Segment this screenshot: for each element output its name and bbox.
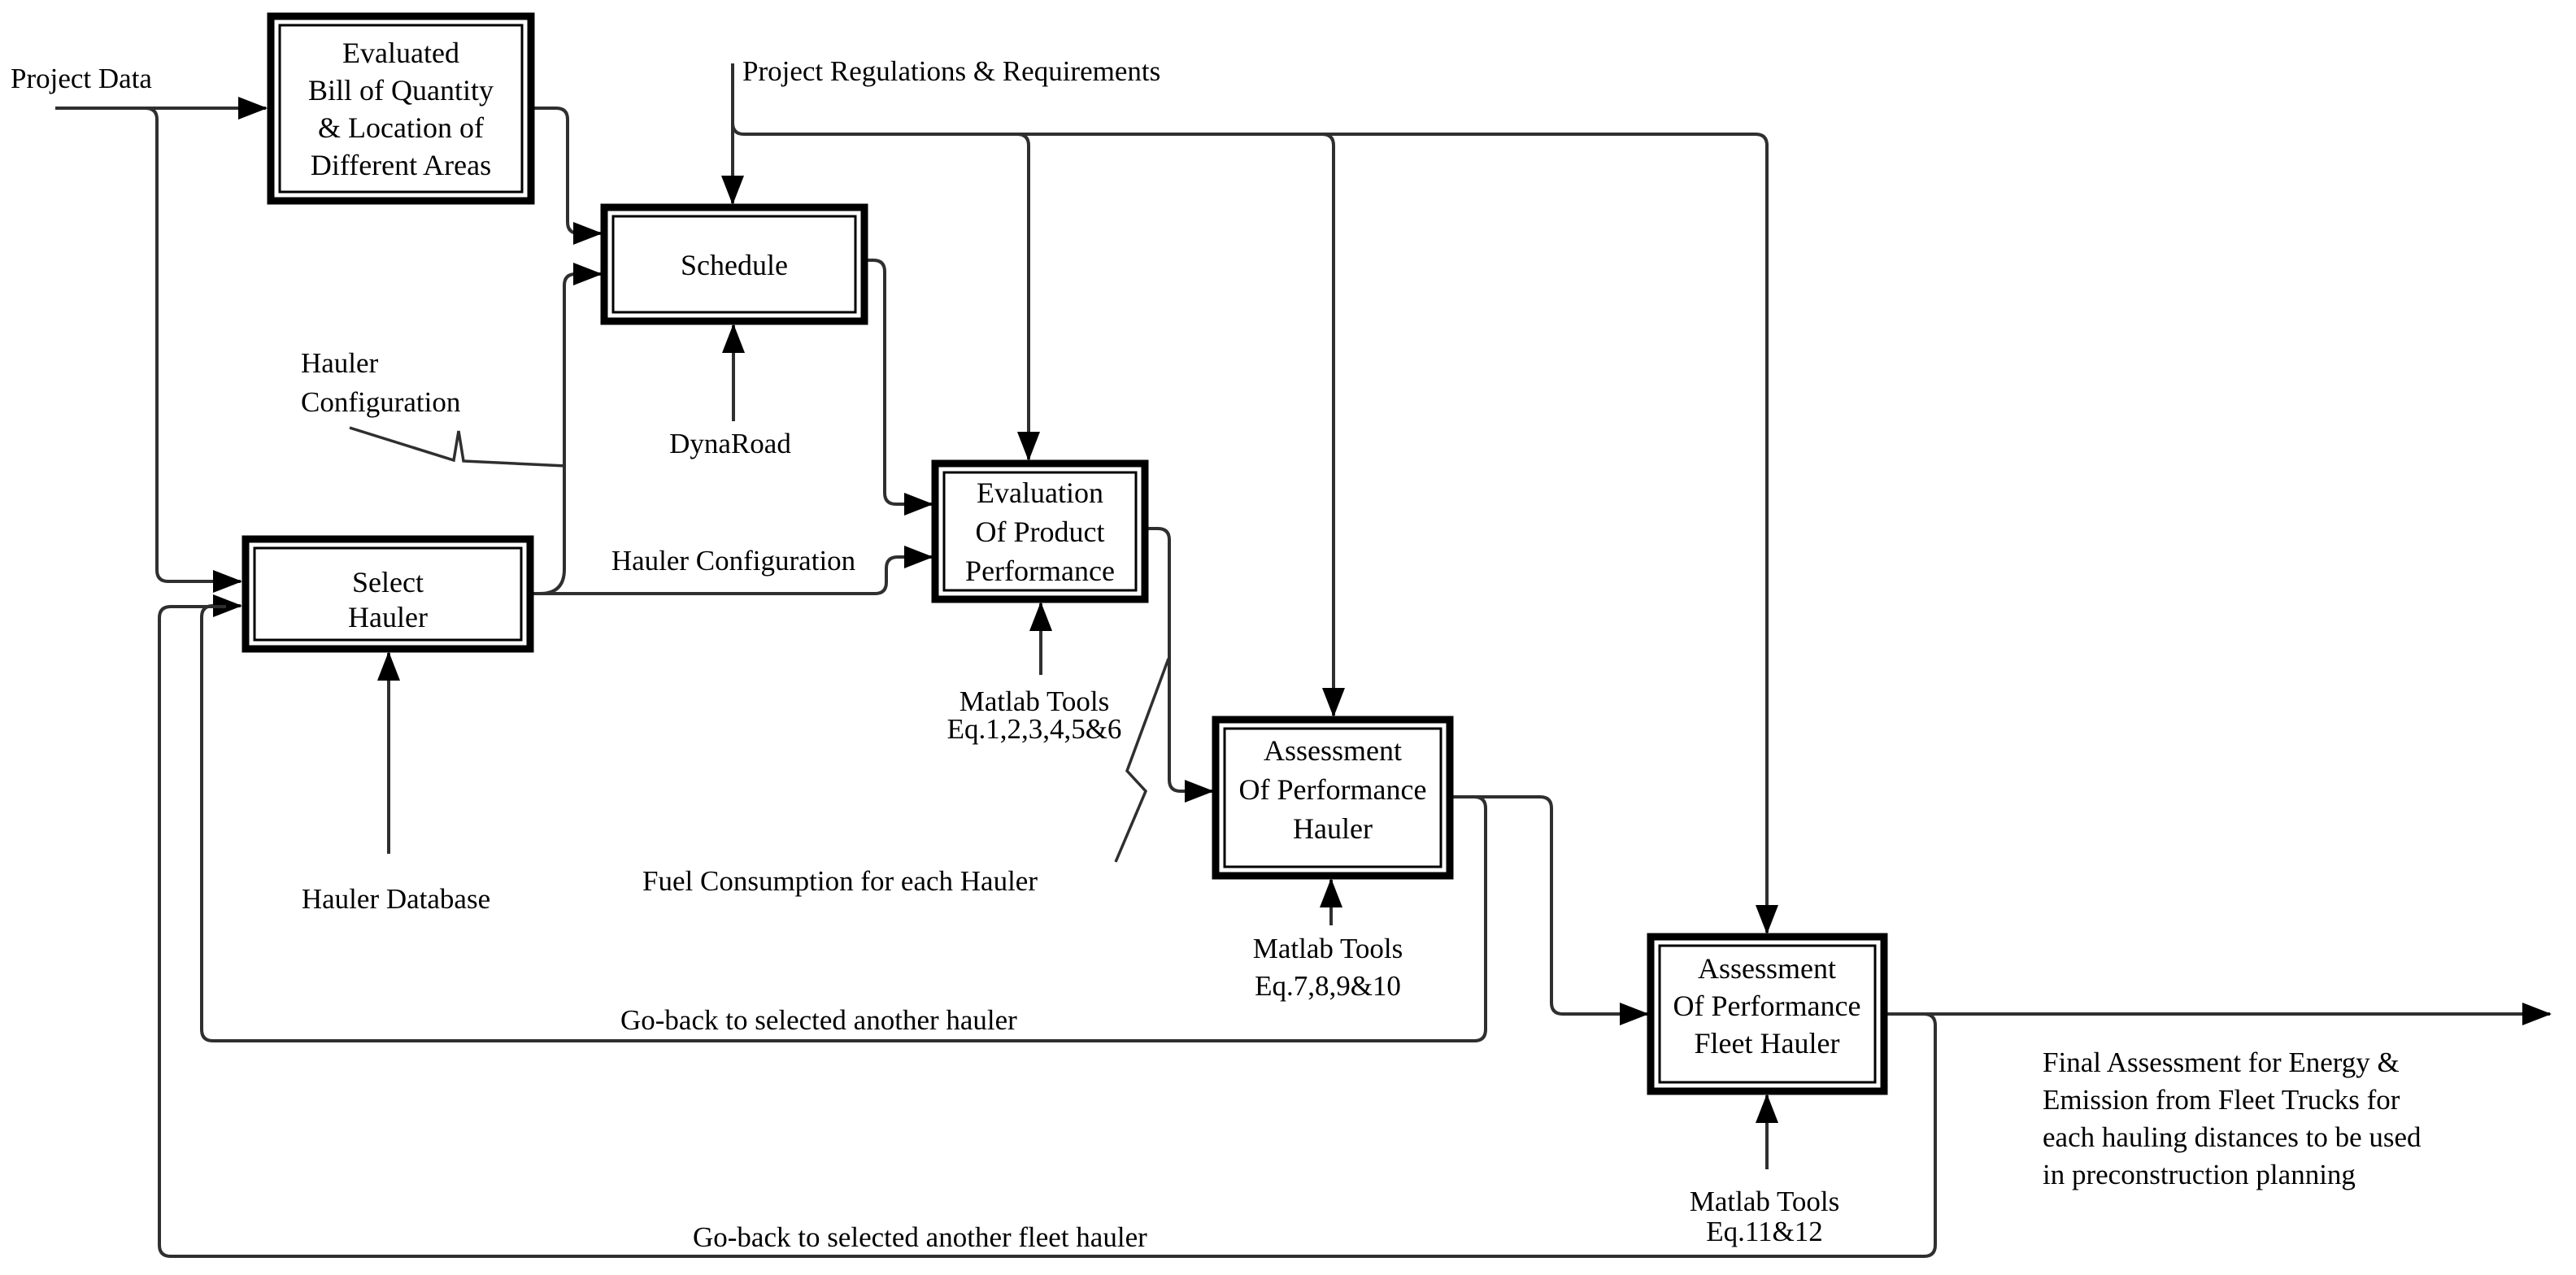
box-assessment-fleet: Assessment Of Performance Fleet Hauler xyxy=(1647,933,1888,1095)
line-goback-hauler xyxy=(200,594,1487,1042)
project-regulations-label: Project Regulations & Requirements xyxy=(742,55,1160,87)
box-schedule: Schedule xyxy=(600,203,868,325)
dynaroad-label: DynaRoad xyxy=(669,428,791,459)
box-evaluated-bill-inner-border xyxy=(278,24,524,194)
line-select-to-evaluation xyxy=(530,546,933,595)
line-regulations-trunk-to-fleet xyxy=(731,122,1778,934)
matlab-tools-fleet-label: Eq.11&12 xyxy=(1706,1216,1823,1247)
callout-zigzag-fuel-consumption xyxy=(1114,658,1170,863)
matlab-tools-evaluation-label: Matlab Tools xyxy=(959,685,1110,717)
box-evaluation-product-label: Evaluation xyxy=(977,476,1103,509)
box-evaluated-bill-label: & Location of xyxy=(318,111,484,144)
line-bill-to-schedule xyxy=(531,107,603,245)
go-back-fleet-label: Go-back to selected another fleet hauler xyxy=(693,1221,1147,1253)
box-select-hauler-label: Select xyxy=(352,566,424,598)
box-evaluation-product-label: Of Product xyxy=(976,516,1105,548)
project-data-label: Project Data xyxy=(11,63,152,94)
matlab-tools-hauler-label: Matlab Tools xyxy=(1253,933,1403,964)
line-schedule-to-evaluation xyxy=(864,259,933,516)
line-regulations-to-evaluation xyxy=(1016,133,1040,461)
box-evaluated-bill-label: Different Areas xyxy=(311,149,491,181)
matlab-tools-evaluation-label: Eq.1,2,3,4,5&6 xyxy=(947,713,1122,745)
box-assessment-hauler-label: Assessment xyxy=(1264,734,1402,767)
box-schedule-inner-border xyxy=(611,215,857,314)
box-assessment-hauler: Assessment Of Performance Hauler xyxy=(1212,716,1454,880)
box-evaluated-bill: Evaluated Bill of Quantity & Location of… xyxy=(267,12,535,205)
box-assessment-fleet-border xyxy=(1647,933,1888,1095)
hauler-configuration-callout-label: Configuration xyxy=(301,386,460,418)
box-assessment-hauler-inner-border xyxy=(1223,727,1442,868)
line-regulations-to-assessment xyxy=(1321,133,1345,717)
box-schedule-label: Schedule xyxy=(681,249,788,281)
hauler-configuration-callout-label: Hauler xyxy=(301,347,379,379)
box-schedule-border xyxy=(600,203,868,325)
matlab-tools-fleet-label: Matlab Tools xyxy=(1690,1186,1840,1217)
final-output-label: Final Assessment for Energy & xyxy=(2043,1047,2400,1078)
box-evaluation-product-border xyxy=(931,459,1149,603)
box-assessment-fleet-label: Fleet Hauler xyxy=(1695,1027,1840,1060)
annotations: Project Data Project Regulations & Requi… xyxy=(11,55,2422,1253)
callout-zigzag-hauler-configuration xyxy=(349,426,567,468)
matlab-tools-hauler-label: Eq.7,8,9&10 xyxy=(1255,970,1401,1002)
final-output-label: each hauling distances to be used xyxy=(2043,1121,2422,1153)
line-assessment-to-fleet xyxy=(1450,795,1649,1025)
box-evaluated-bill-label: Bill of Quantity xyxy=(308,74,494,107)
box-evaluation-product: Evaluation Of Product Performance xyxy=(931,459,1149,603)
box-select-hauler-border xyxy=(242,535,534,653)
box-evaluation-product-label: Performance xyxy=(965,555,1115,587)
box-assessment-fleet-label: Assessment xyxy=(1698,952,1836,985)
box-evaluation-product-inner-border xyxy=(942,471,1138,592)
hauler-database-label: Hauler Database xyxy=(302,883,490,915)
box-assessment-fleet-inner-border xyxy=(1658,944,1877,1084)
line-project-data-branch-to-select xyxy=(145,107,242,593)
line-goback-fleet xyxy=(158,605,1937,1258)
box-assessment-hauler-label: Of Performance xyxy=(1239,773,1427,806)
connectors xyxy=(55,63,2552,1258)
line-evaluation-to-assessment xyxy=(1145,527,1214,803)
hauler-configuration-inline-label: Hauler Configuration xyxy=(611,545,855,577)
final-output-label: in preconstruction planning xyxy=(2043,1159,2356,1190)
box-assessment-hauler-label: Hauler xyxy=(1293,812,1373,845)
box-assessment-hauler-border xyxy=(1212,716,1454,880)
box-select-hauler-label: Hauler xyxy=(348,601,428,633)
box-evaluated-bill-label: Evaluated xyxy=(342,37,459,69)
line-select-branch-to-schedule xyxy=(539,263,603,595)
fuel-consumption-label: Fuel Consumption for each Hauler xyxy=(642,865,1038,897)
final-output-label: Emission from Fleet Trucks for xyxy=(2043,1084,2400,1116)
box-evaluated-bill-border xyxy=(267,12,535,205)
box-select-hauler-inner-border xyxy=(253,546,523,642)
box-assessment-fleet-label: Of Performance xyxy=(1673,990,1861,1022)
go-back-hauler-label: Go-back to selected another hauler xyxy=(620,1004,1017,1036)
box-select-hauler: Select Hauler xyxy=(242,535,534,653)
